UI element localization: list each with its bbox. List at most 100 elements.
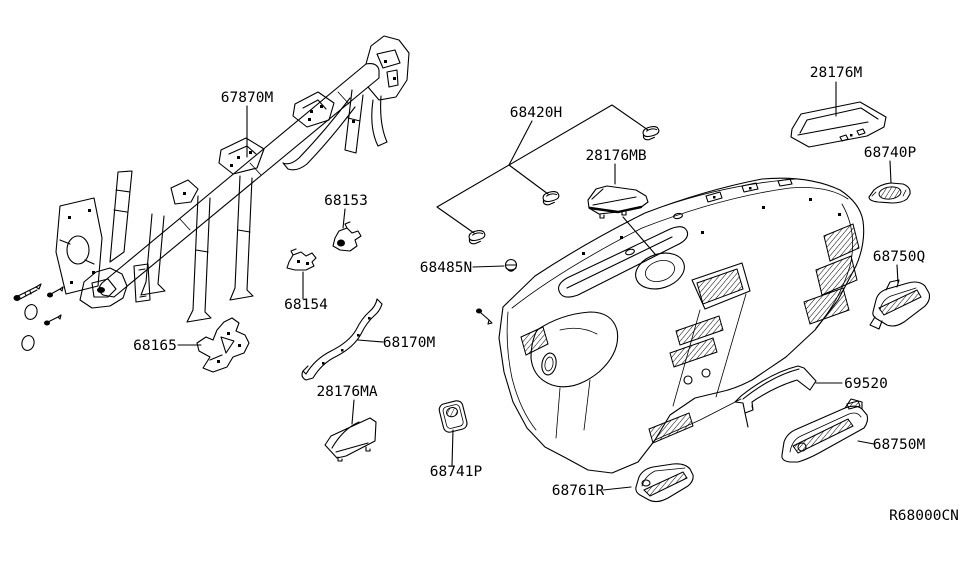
part-68750M-ventilator [781, 398, 869, 463]
center-opening-outline [691, 262, 751, 310]
beam-saddle-bracket-b [218, 137, 265, 175]
beam-tube-seams [179, 91, 350, 231]
part-label-28176M: 28176M [810, 65, 863, 81]
cowl-edge [663, 178, 797, 207]
bracket-dark-spot [337, 239, 345, 247]
beam-saddle-bracket-c [170, 179, 199, 205]
center-stack-vents [669, 315, 724, 368]
right-end-vents [803, 223, 860, 325]
glovebox-line [654, 398, 742, 441]
part-label-68153: 68153 [324, 193, 368, 209]
part-68170M-strip [301, 298, 383, 381]
part-instrument-panel-body [476, 177, 865, 474]
bracket-outline [332, 221, 362, 252]
leader-68750M [857, 440, 875, 445]
beam-foot-dark-spot [97, 287, 105, 293]
speaker-hole [635, 252, 685, 290]
leader-68153 [342, 208, 346, 229]
center-opening-grille [696, 268, 744, 305]
grille-shadow-edge [588, 205, 643, 214]
part-68740P-grille [868, 182, 911, 204]
part-label-68170M: 68170M [383, 335, 436, 351]
part-28176MA-lid [324, 417, 377, 462]
strip-outline [301, 298, 383, 381]
leader-68420H [508, 120, 549, 195]
grille-outline [587, 185, 649, 215]
leader-68761R [602, 486, 632, 491]
clip-icon [468, 230, 486, 245]
leader-68170M [357, 339, 384, 343]
leader-lines [177, 81, 899, 491]
cowl-clips [705, 178, 793, 203]
vent-outline [781, 405, 869, 463]
screw2-shaft [47, 314, 62, 323]
part-label-68154: 68154 [284, 297, 328, 313]
part-label-68750Q: 68750Q [873, 249, 925, 265]
beam-end-plate [55, 197, 103, 295]
vent-louvers [792, 418, 854, 454]
part-labels: 67870M 68420H 28176M 28176MB 68740P 6815… [133, 65, 959, 524]
bolt-head [13, 295, 21, 301]
sensor-oval-2 [673, 212, 683, 220]
vent-outline [872, 281, 931, 327]
beam-end-plate-hole [66, 235, 90, 265]
grille-clips [839, 128, 866, 142]
part-28176MB-grille [587, 185, 649, 219]
part-68420H-moulding [436, 104, 660, 245]
leader-68741P [451, 429, 454, 467]
part-68153-bracket [332, 221, 362, 252]
left-side-oval-vent [541, 352, 557, 376]
part-label-68741P: 68741P [430, 464, 483, 480]
leader-68740P [889, 160, 892, 184]
vent-louvers [878, 289, 922, 316]
steering-opening [530, 311, 619, 388]
grommet-ring [24, 304, 38, 320]
diagram-reference-code: R68000CN [889, 508, 959, 524]
clip-lines [504, 264, 518, 271]
grille-dot [850, 134, 853, 137]
clip-icon [642, 126, 660, 141]
bracket-outline [196, 317, 250, 373]
lower-center-vent [648, 412, 694, 444]
part-28176M-grille [790, 101, 887, 148]
grille-louvers [878, 186, 902, 200]
leader-28176MA [351, 399, 355, 425]
part-68761R-ventilator [635, 463, 694, 503]
part-68750Q-ventilator [869, 279, 931, 330]
beam-right-struts [282, 89, 388, 171]
beam-foot-brackets [79, 263, 151, 309]
part-68741P-lid [438, 400, 468, 433]
bolt-shaft [17, 283, 42, 300]
beam-saddle-bracket-a [292, 91, 335, 128]
screw-shaft [50, 286, 64, 295]
vent-inner-line [789, 412, 862, 453]
moulding-lines [436, 104, 649, 234]
part-69520-trim [734, 365, 817, 428]
vent-louvers [643, 471, 688, 497]
part-label-68485N: 68485N [420, 260, 472, 276]
grille-feet [599, 210, 627, 219]
leader-68750Q [896, 264, 899, 284]
lid-grille [446, 407, 458, 418]
part-68485N-clip [504, 258, 518, 272]
vent-top-tab-louvers [846, 400, 861, 410]
grommet2-ring [21, 335, 35, 351]
grille-outline [790, 101, 887, 148]
part-label-28176MB: 28176MB [585, 148, 646, 164]
grille-marks [871, 189, 907, 197]
steering-column-lines [555, 327, 598, 439]
screw-head [47, 292, 53, 298]
beam-left-pillar [109, 170, 133, 263]
part-label-28176MA: 28176MA [316, 384, 377, 400]
lid-inner [442, 404, 464, 429]
hardware-bolts-grommets [13, 283, 64, 351]
lid-outline [324, 417, 377, 462]
leader-28176MB-mount [622, 216, 656, 255]
panel-outline [498, 177, 865, 474]
part-label-68165: 68165 [133, 338, 177, 354]
part-68154-bracket [286, 248, 317, 271]
windshield-fold-line [511, 187, 849, 309]
leader-68485N [472, 265, 505, 268]
beam-hanging-straps [140, 175, 254, 323]
